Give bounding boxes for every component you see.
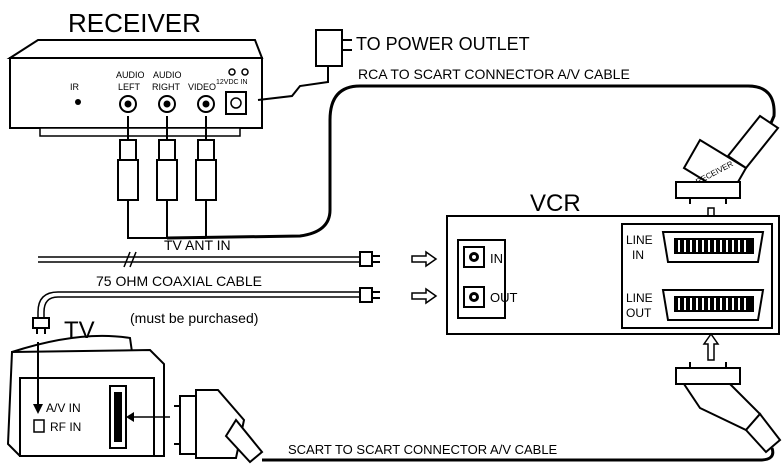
tv-rf-in-label: RF IN: [50, 420, 81, 434]
tv-rf-in-jack: [33, 419, 45, 433]
ir-sensor: [75, 99, 81, 105]
dc-in-label: 12VDC IN: [216, 79, 248, 86]
scart-plug-bottom: [675, 362, 782, 454]
rca-cable-label: RCA TO SCART CONNECTOR A/V CABLE: [358, 66, 630, 82]
rca-to-scart-cable: [166, 84, 776, 240]
ir-label: IR: [70, 82, 80, 92]
scart-plug-tv: [174, 389, 264, 464]
audio-right-label-1: AUDIO: [153, 70, 182, 80]
line-in-label-1: LINE: [626, 233, 653, 247]
scart-cable-label: SCART TO SCART CONNECTOR A/V CABLE: [288, 442, 558, 457]
line-out-label-1: LINE: [626, 291, 653, 305]
audio-left-label-1: AUDIO: [116, 70, 145, 80]
tv-ant-in-label: TV ANT IN: [164, 237, 231, 253]
vcr-out-label: OUT: [490, 290, 518, 305]
vcr-line-in-socket: [661, 231, 765, 263]
line-out-label-2: OUT: [626, 306, 652, 320]
audio-left-label-2: LEFT: [118, 82, 141, 92]
arrow-to-vcr-in: [411, 250, 438, 268]
tv-av-in-label: A/V IN: [46, 401, 81, 415]
video-label: VIDEO: [188, 82, 216, 92]
line-in-label-2: IN: [632, 248, 644, 262]
arrow-from-vcr-line-out: [702, 332, 720, 361]
coaxial-cable-label: 75 OHM COAXIAL CABLE: [96, 273, 262, 289]
power-outlet-label: TO POWER OUTLET: [356, 34, 530, 54]
tv-ant-in-cable: [38, 250, 438, 268]
tv-unit: [6, 334, 170, 457]
must-be-purchased-label: (must be purchased): [130, 310, 258, 326]
power-adapter: [257, 29, 352, 101]
vcr-in-label: IN: [490, 251, 503, 266]
arrow-to-vcr-out: [411, 287, 438, 305]
receiver-title: RECEIVER: [68, 8, 201, 38]
coaxial-cable: [32, 287, 438, 334]
vcr-unit: [446, 215, 780, 335]
vcr-line-out-socket: [661, 289, 765, 321]
tv-title: TV: [64, 317, 95, 344]
audio-right-label-2: RIGHT: [152, 82, 181, 92]
receiver-unit: [6, 39, 264, 137]
scart-to-scart-cable: [262, 447, 775, 462]
rca-plugs: [117, 116, 217, 239]
scart-plug-top: RECEIVER: [675, 114, 780, 204]
vcr-title: VCR: [530, 190, 581, 217]
